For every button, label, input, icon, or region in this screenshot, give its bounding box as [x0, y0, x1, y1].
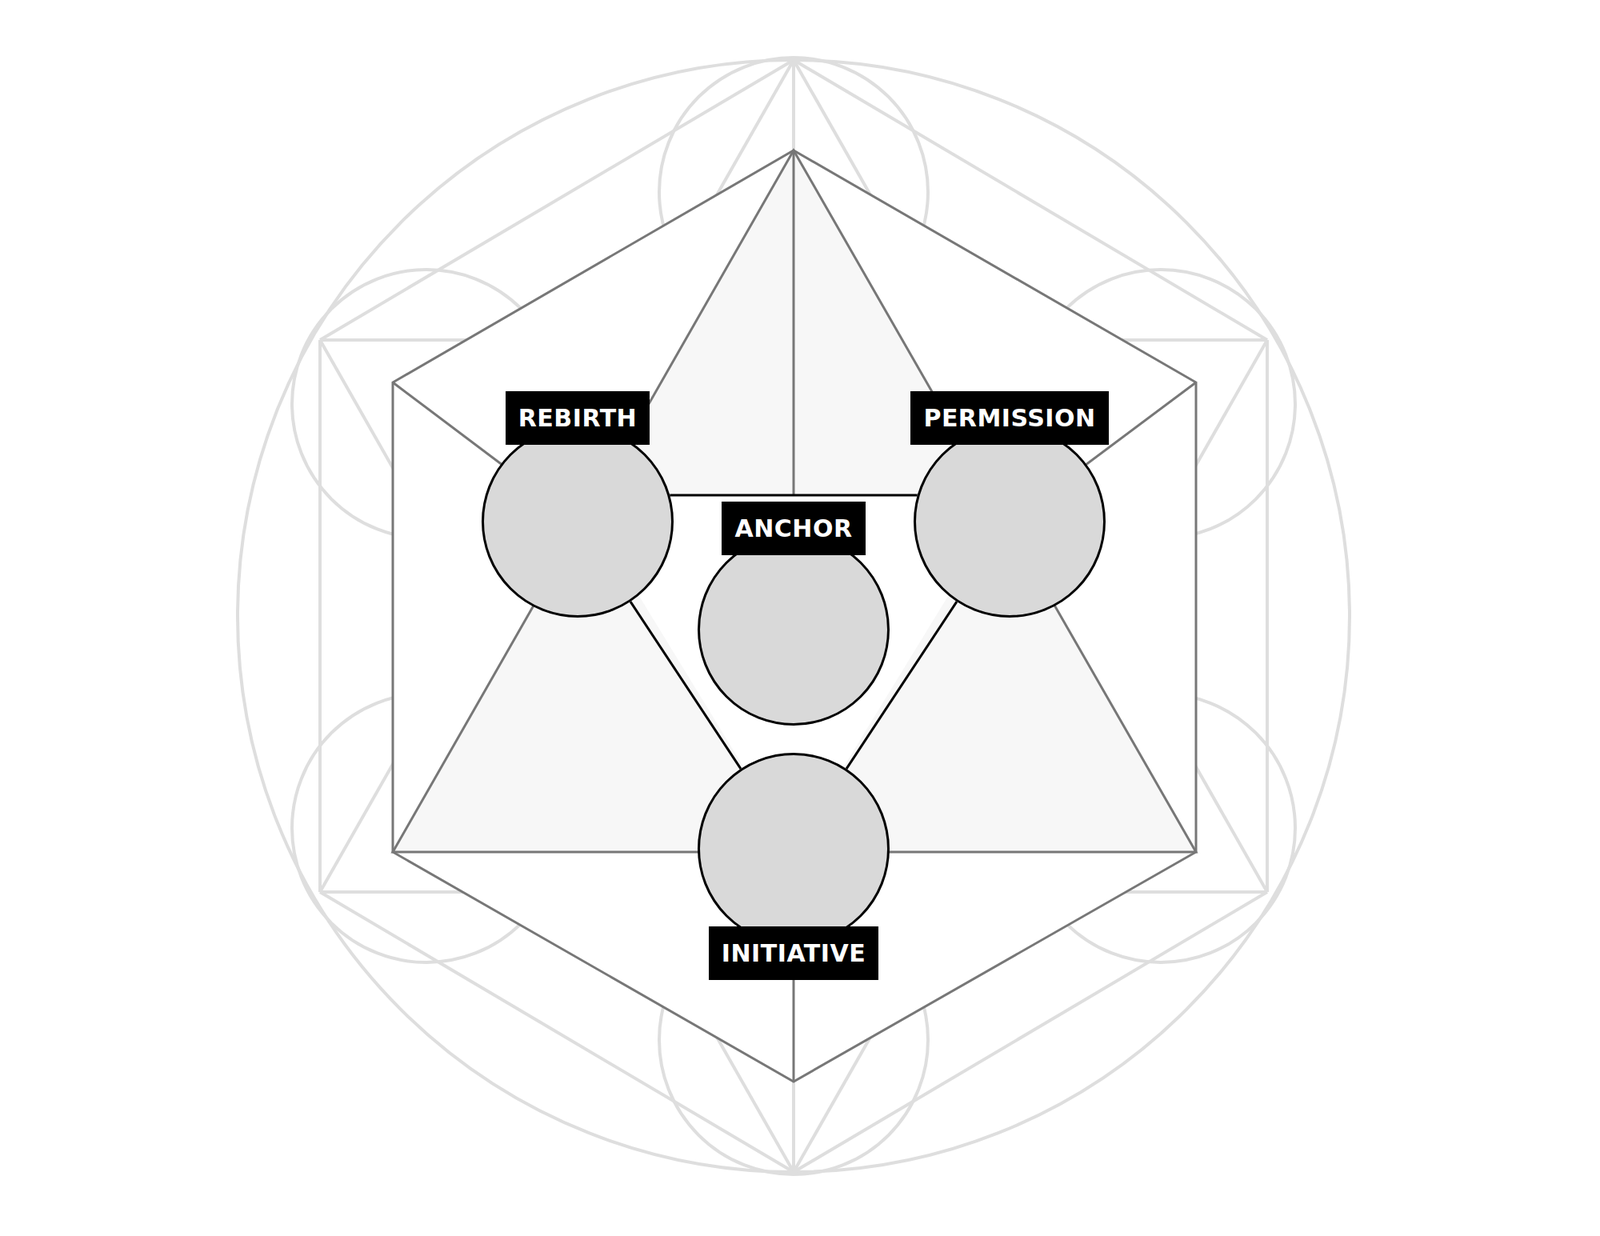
circle-shape	[697, 752, 890, 945]
circle-node: INITIATIVE	[697, 752, 890, 945]
circle-node: PERMISSION	[913, 425, 1106, 618]
node-label: ANCHOR	[721, 501, 865, 556]
circle-shape	[697, 533, 890, 726]
circle-shape	[913, 425, 1106, 618]
circle-outline	[915, 427, 1105, 617]
connector-line	[669, 494, 917, 497]
circle-outline	[699, 754, 889, 944]
circle-node: REBIRTH	[481, 425, 674, 618]
circle-shape	[481, 425, 674, 618]
circle-outline	[699, 535, 889, 725]
node-label: INITIATIVE	[708, 926, 879, 980]
circle-node: ANCHOR	[697, 533, 890, 726]
node-label: REBIRTH	[505, 391, 650, 445]
circle-outline	[483, 427, 673, 617]
node-label: PERMISSION	[910, 391, 1108, 445]
